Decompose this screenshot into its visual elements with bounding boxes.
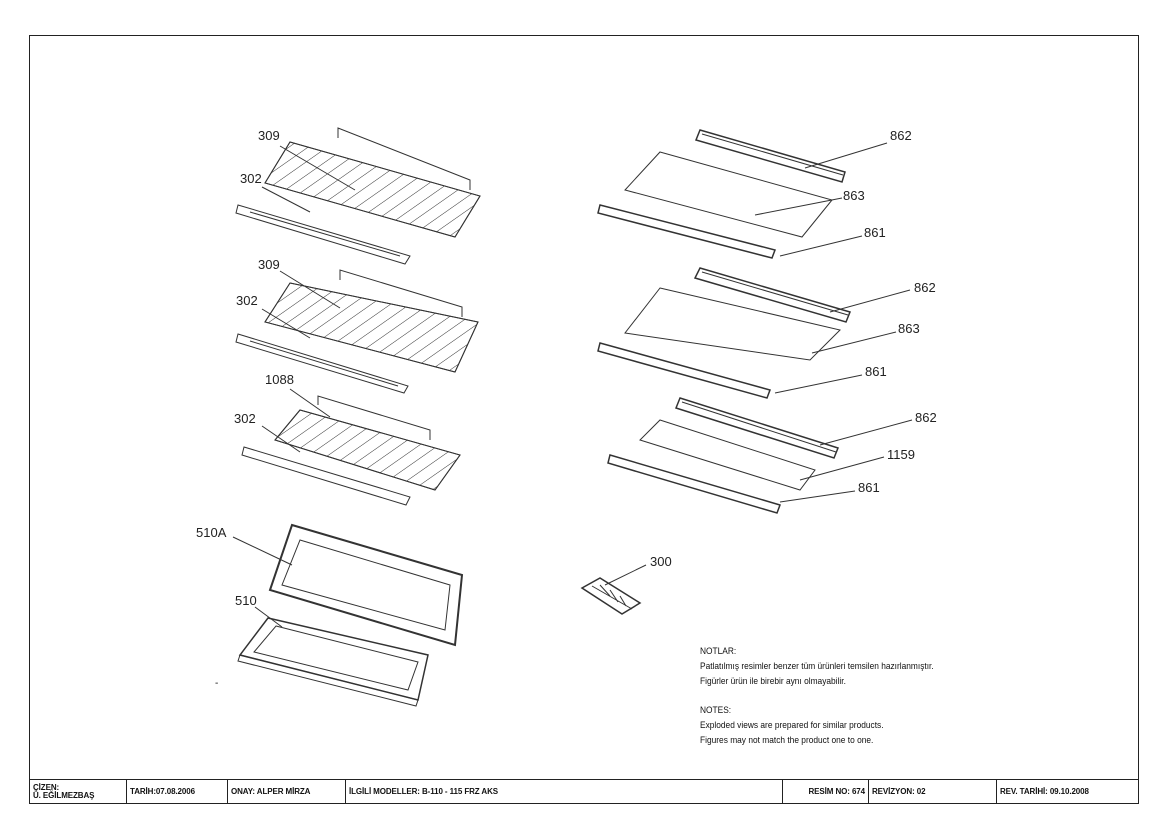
label-1159: 1159 [887,447,915,462]
title-revision: REVİZYON: 02 [869,780,997,803]
wire-shelf-3 [241,395,461,506]
label-863-middle: 863 [898,321,920,336]
label-863-top: 863 [843,188,865,203]
notes-en-line1: Exploded views are prepared for similar … [700,720,884,731]
notes-en-heading: NOTES: [700,705,732,716]
label-861-middle: 861 [865,364,887,379]
title-approval: ONAY: ALPER MİRZA [228,780,346,803]
glass-shelf-3 [607,397,839,514]
label-300: 300 [650,554,672,569]
title-block: ÇİZEN: Ü. EĞİLMEZBAŞ TARİH:07.08.2006 ON… [29,779,1139,804]
label-302-top: 302 [240,171,262,186]
label-862-top: 862 [890,128,912,143]
label-862-middle: 862 [914,280,936,295]
glass-shelf-1 [597,129,846,259]
stray-mark: - [215,678,219,689]
notes-block: NOTLAR: Patlatılmış resimler benzer tüm … [700,644,934,748]
leader-lines [232,142,913,628]
notes-tr-line1: Patlatılmış resimler benzer tüm ürünleri… [700,661,934,672]
label-510: 510 [235,593,257,608]
label-1088: 1088 [265,372,294,387]
title-date: TARİH:07.08.2006 [127,780,228,803]
glass-shelf-2 [597,267,852,399]
wire-shelf-2 [235,269,479,394]
wire-shelf-1 [235,127,481,265]
label-309-middle: 309 [258,257,280,272]
title-drawn-by-cell: ÇİZEN: Ü. EĞİLMEZBAŞ [30,780,127,803]
notes-tr-line2: Figürler ürün ile birebir aynı olmayabil… [700,676,846,687]
label-861-bottom: 861 [858,480,880,495]
title-rev-date: REV. TARİHİ: 09.10.2008 [1000,787,1089,796]
ice-tray-300 [580,577,642,615]
label-861-top: 861 [864,225,886,240]
label-302-middle: 302 [236,293,258,308]
title-models: İLGİLİ MODELLER: B-110 - 115 FRZ AKS [346,780,783,803]
label-309-top: 309 [258,128,280,143]
notes-tr-heading: NOTLAR: [700,646,737,657]
glass-lid-510a [268,523,464,647]
title-drawing-no: RESİM NO: 674 [783,780,869,803]
label-862-bottom: 862 [915,410,937,425]
crisper-frame-510 [237,617,429,707]
label-510a: 510A [196,525,227,540]
notes-en-line2: Figures may not match the product one to… [700,735,874,746]
label-302-bottom: 302 [234,411,256,426]
title-drawn-label: ÇİZEN: [33,782,60,792]
title-drawn-name: Ü. EĞİLMEZBAŞ [33,790,95,800]
